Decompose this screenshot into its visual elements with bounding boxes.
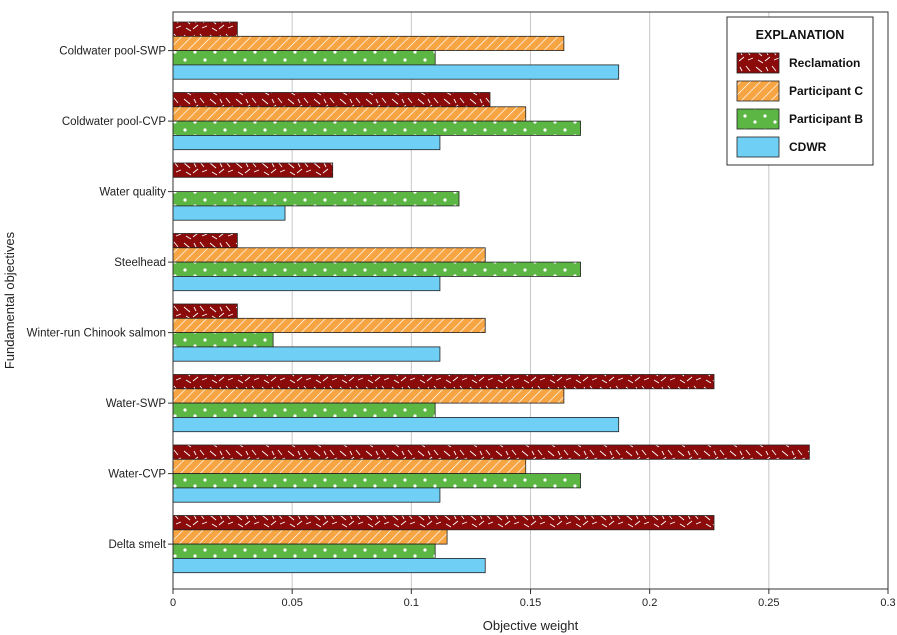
- category-label: Coldwater pool-SWP: [59, 46, 166, 58]
- bar-participant-b: [172, 261, 581, 277]
- bar-participant-b: [172, 191, 460, 207]
- legend-swatch-cdwr: [736, 136, 780, 158]
- x-axis-title: Objective weight: [483, 618, 579, 633]
- bar-participant-b: [172, 473, 581, 489]
- bar-participant-b: [172, 402, 436, 418]
- category-label: Coldwater pool-CVP: [62, 116, 167, 128]
- bar-reclamation: [172, 303, 238, 319]
- bar-cdwr: [172, 487, 441, 503]
- y-axis-title: Fundamental objectives: [2, 231, 17, 369]
- bar-participant-b: [172, 120, 581, 136]
- bar-participant-c: [172, 106, 527, 122]
- bar-participant-c: [172, 458, 527, 474]
- bar-reclamation: [172, 92, 491, 108]
- bar-reclamation: [172, 162, 334, 178]
- x-tick-label: 0.25: [758, 597, 779, 609]
- legend-label: Participant C: [789, 84, 863, 98]
- bar-participant-b: [172, 50, 436, 66]
- category-label: Water quality: [99, 187, 166, 199]
- bar-reclamation: [172, 374, 715, 390]
- legend-swatch-participant-b: [736, 108, 780, 130]
- bar-participant-c: [172, 529, 448, 545]
- category-label: Water-CVP: [108, 469, 166, 481]
- bar-cdwr: [172, 346, 441, 362]
- bar-participant-c: [172, 317, 486, 333]
- x-tick-label: 0.1: [404, 597, 419, 609]
- x-tick-label: 0.05: [281, 597, 302, 609]
- bar-reclamation: [172, 21, 238, 37]
- legend-label: Reclamation: [789, 56, 860, 70]
- x-tick-label: 0.2: [642, 597, 657, 609]
- bar-cdwr: [172, 64, 620, 80]
- legend-swatch-reclamation: [736, 52, 780, 74]
- category-label: Delta smelt: [108, 539, 166, 551]
- bar-reclamation: [172, 233, 238, 249]
- x-tick-label: 0.15: [520, 597, 541, 609]
- category-label: Steelhead: [114, 257, 166, 269]
- bar-cdwr: [172, 134, 441, 151]
- bar-participant-b: [172, 332, 274, 348]
- bar-cdwr: [172, 275, 441, 292]
- bar-cdwr: [172, 416, 620, 433]
- bar-participant-c: [172, 35, 565, 51]
- bar-participant-c: [172, 388, 565, 404]
- bar-reclamation: [172, 444, 810, 460]
- category-label: Winter-run Chinook salmon: [27, 328, 166, 340]
- x-tick-label: 0: [170, 597, 176, 609]
- legend-label: CDWR: [789, 140, 827, 154]
- bar-participant-b: [172, 543, 436, 559]
- bar-cdwr: [172, 205, 286, 221]
- category-label: Water-SWP: [106, 398, 167, 410]
- legend-title: EXPLANATION: [756, 28, 845, 42]
- legend-label: Participant B: [789, 112, 863, 126]
- bar-participant-c: [172, 247, 486, 263]
- x-tick-label: 0.3: [880, 597, 895, 609]
- bar-cdwr: [172, 558, 486, 574]
- bar-reclamation: [172, 515, 715, 531]
- legend-swatch-participant-c: [736, 80, 780, 102]
